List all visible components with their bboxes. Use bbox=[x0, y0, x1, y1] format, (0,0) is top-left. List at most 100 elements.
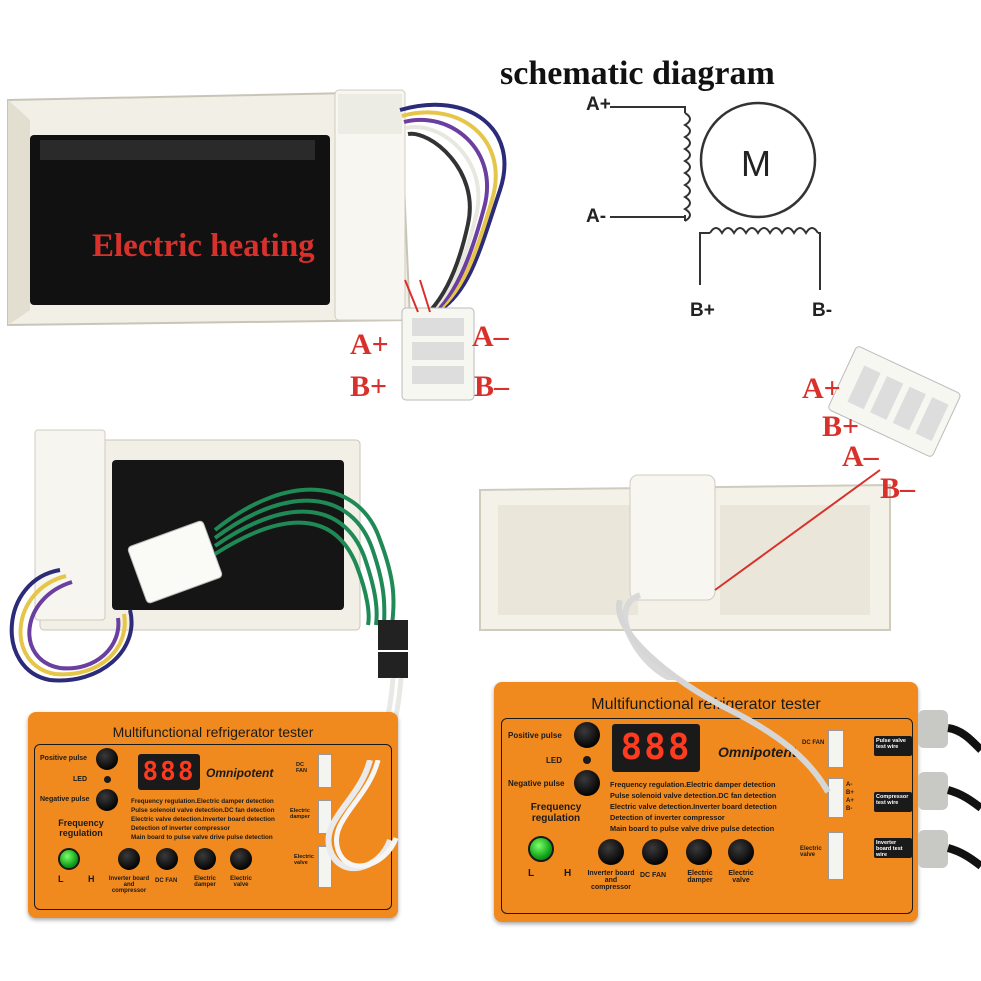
tester-right-desc-5: Main board to pulse valve drive pulse de… bbox=[610, 824, 775, 833]
tester-left-desc-1: Frequency regulation.Electric damper det… bbox=[131, 798, 274, 805]
tester-left-port-valve[interactable] bbox=[318, 846, 332, 888]
tester-left-port-dc-fan-label: DC FAN bbox=[296, 762, 307, 774]
tester-left-dc-fan-label: DC FAN bbox=[155, 878, 178, 884]
tester-right-brand: Omnipotent bbox=[718, 744, 797, 760]
stepper-motor-schematic bbox=[610, 101, 821, 290]
tester-right-damper-button[interactable] bbox=[686, 839, 712, 865]
tester-left-desc-4: Detection of inverter compressor bbox=[131, 825, 231, 832]
tester-left-low-label: L bbox=[58, 874, 64, 884]
tester-left-negative-pulse-label: Negative pulse bbox=[40, 796, 90, 803]
right-label-b-minus: B– bbox=[880, 472, 916, 505]
tester-right-dc-fan-button[interactable] bbox=[642, 839, 668, 865]
tester-right-led-label: LED bbox=[546, 756, 562, 765]
motor-label: M bbox=[741, 143, 771, 184]
tester-right-inverter-button[interactable] bbox=[598, 839, 624, 865]
tester-right-desc-1: Frequency regulation.Electric damper det… bbox=[610, 780, 776, 789]
tester-left-positive-pulse-button[interactable] bbox=[96, 748, 118, 770]
schematic-a-plus: A+ bbox=[586, 94, 611, 115]
tester-right-negative-pulse-label: Negative pulse bbox=[508, 779, 565, 788]
tester-right-frequency-label: Frequency regulation bbox=[530, 802, 582, 824]
tester-left-valve-button[interactable] bbox=[230, 848, 252, 870]
label-a-plus: A+ bbox=[350, 328, 389, 361]
tester-left-frame bbox=[34, 744, 392, 910]
schematic-diagram: schematic diagram M A+ A- B+ B- bbox=[490, 45, 930, 345]
damper-housing-illustration bbox=[7, 89, 507, 401]
tester-left-frequency-label: Frequency regulation bbox=[58, 818, 104, 838]
right-label-b-plus: B+ bbox=[822, 410, 860, 443]
tester-right-inverter-label: Inverter board and compressor bbox=[587, 870, 635, 891]
label-a-minus: A– bbox=[472, 320, 509, 353]
tester-right-pin-b-minus: B- bbox=[846, 806, 853, 812]
tester-left-frequency-knob[interactable] bbox=[58, 848, 80, 870]
tester-left-ribbon-cable bbox=[325, 760, 399, 871]
middle-right-photo: A+ B+ A– B– bbox=[470, 340, 981, 680]
tester-right-cable-plugs bbox=[918, 710, 981, 870]
tester-left-led-label: LED bbox=[73, 776, 87, 783]
tester-right: Multifunctional refrigerator tester Posi… bbox=[494, 682, 918, 922]
tester-left-led bbox=[104, 776, 111, 783]
label-b-minus: B– bbox=[474, 370, 510, 403]
label-b-plus: B+ bbox=[350, 370, 388, 403]
tester-right-port-dc-fan[interactable] bbox=[828, 730, 844, 768]
tester-left-inverter-button[interactable] bbox=[118, 848, 140, 870]
tester-left-port-dc-fan[interactable] bbox=[318, 754, 332, 788]
tester-left-display: 888 bbox=[138, 754, 200, 790]
tester-right-negative-pulse-button[interactable] bbox=[574, 770, 600, 796]
top-left-photo: Electric heating A+ A– B+ B– bbox=[0, 80, 540, 420]
tester-left-damper-label: Electric damper bbox=[194, 876, 216, 888]
tester-right-low-label: L bbox=[528, 868, 535, 879]
tester-right-dc-fan-label: DC FAN bbox=[640, 872, 667, 879]
tester-right-damper-label: Electric damper bbox=[687, 870, 713, 884]
tester-left-desc-2: Pulse solenoid valve detection.DC fan de… bbox=[131, 807, 275, 814]
schematic-title: schematic diagram bbox=[500, 55, 775, 92]
damper-box-illustration bbox=[479, 346, 961, 680]
tester-left-title: Multifunctional refrigerator tester bbox=[112, 724, 314, 740]
right-label-a-minus: A– bbox=[842, 440, 879, 473]
tester-right-pin-b-plus: B+ bbox=[846, 790, 854, 796]
tester-left-positive-pulse-label: Positive pulse bbox=[40, 755, 88, 762]
tester-right-side-label-1: Pulse valve test wire bbox=[874, 736, 912, 756]
middle-left-photo bbox=[9, 429, 408, 720]
tester-right-port-pulse-valve[interactable] bbox=[828, 778, 844, 818]
tester-right-desc-4: Detection of inverter compressor bbox=[610, 813, 725, 822]
schematic-a-minus: A- bbox=[586, 206, 607, 227]
tester-left-port-damper[interactable] bbox=[318, 800, 332, 834]
tester-right-pin-a-plus: A+ bbox=[846, 798, 854, 804]
tester-left-high-label: H bbox=[88, 874, 95, 884]
tester-right-title: Multifunctional refrigerator tester bbox=[591, 696, 821, 713]
tester-right-valve-button[interactable] bbox=[728, 839, 754, 865]
tester-left-port-damper-label: Electric damper bbox=[290, 808, 310, 820]
tester-left-damper-button[interactable] bbox=[194, 848, 216, 870]
schematic-b-plus: B+ bbox=[690, 300, 715, 321]
tester-left-port-valve-label: Electric valve bbox=[294, 854, 314, 866]
tester-right-side-label-3-text: Inverter board test wire bbox=[876, 840, 903, 858]
right-label-a-plus: A+ bbox=[802, 372, 841, 405]
tester-right-positive-pulse-button[interactable] bbox=[574, 722, 600, 748]
tester-right-side-label-2-text: Compressor test wire bbox=[876, 794, 909, 806]
tester-right-high-label: H bbox=[564, 868, 572, 879]
tester-right-frame bbox=[501, 718, 913, 914]
tester-left-negative-pulse-button[interactable] bbox=[96, 789, 118, 811]
tester-right-side-label-1-text: Pulse valve test wire bbox=[876, 738, 906, 750]
tester-right-port-dc-fan-label: DC FAN bbox=[802, 740, 825, 746]
tester-right-side-label-2: Compressor test wire bbox=[874, 792, 912, 812]
tester-right-port-valve[interactable] bbox=[828, 832, 844, 880]
tester-right-ribbon-cable bbox=[615, 600, 831, 794]
tester-right-valve-label: Electric valve bbox=[728, 870, 754, 884]
tester-right-desc-3: Electric valve detection.Inverter board … bbox=[610, 802, 777, 811]
electric-heating-caption: Electric heating bbox=[92, 228, 315, 264]
tester-right-side-label-3: Inverter board test wire bbox=[874, 838, 912, 858]
tester-right-port-valve-label: Electric valve bbox=[800, 846, 822, 858]
tester-right-desc-2: Pulse solenoid valve detection.DC fan de… bbox=[610, 791, 777, 800]
tester-right-pin-a-minus: A- bbox=[846, 782, 853, 788]
schematic-b-minus: B- bbox=[812, 300, 833, 321]
tester-left-dc-fan-button[interactable] bbox=[156, 848, 178, 870]
tester-right-led bbox=[583, 756, 591, 764]
tester-right-positive-pulse-label: Positive pulse bbox=[508, 731, 562, 740]
tester-left-desc-5: Main board to pulse valve drive pulse de… bbox=[131, 834, 273, 841]
tester-left-brand: Omnipotent bbox=[206, 766, 274, 780]
tester-left-desc-3: Electric valve detection.Inverter board … bbox=[131, 816, 275, 823]
tester-right-frequency-knob[interactable] bbox=[528, 836, 554, 862]
tester-right-display: 888 bbox=[612, 724, 700, 772]
tester-left-inverter-label: Inverter board and compressor bbox=[108, 876, 150, 894]
